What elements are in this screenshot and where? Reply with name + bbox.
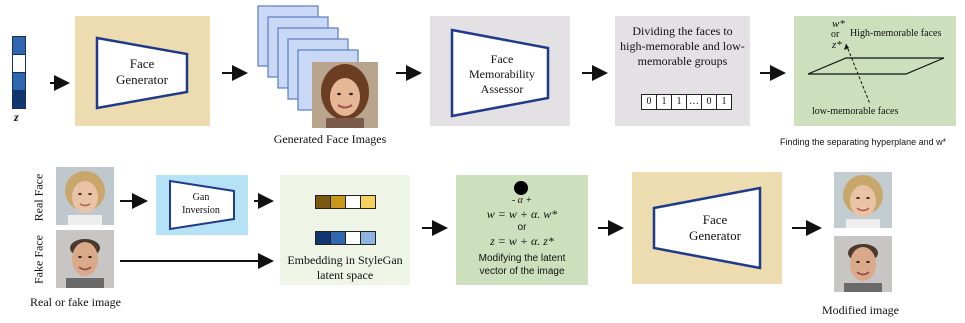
- seq-4: 0: [702, 95, 717, 109]
- embed-top-cell-4: [361, 196, 375, 208]
- embedding-vector-top: [315, 195, 376, 209]
- dividing-box: Dividing the faces to high-memorable and…: [615, 16, 750, 126]
- modified-fake-face: [834, 236, 892, 292]
- latent-point-icon: [514, 181, 528, 195]
- z-cell-1: [12, 36, 26, 55]
- hyperplane-box: w* or z* High-memorable faces low-memora…: [794, 16, 956, 126]
- dividing-label: Dividing the faces to high-memorable and…: [620, 24, 745, 68]
- embed-top-cell-3: [346, 196, 361, 208]
- assessor-trapezoid-icon: [450, 28, 550, 118]
- seq-3: …: [687, 95, 702, 109]
- real-face-label: Real Face: [31, 173, 46, 222]
- high-memorable-label: High-memorable faces: [850, 28, 942, 39]
- embed-top-cell-1: [316, 196, 331, 208]
- seq-0: 0: [642, 95, 657, 109]
- embed-bottom-cell-3: [346, 232, 361, 244]
- modified-image-label: Modified image: [822, 303, 899, 317]
- generated-images-label: Generated Face Images: [273, 132, 387, 146]
- modify-box: - α + w = w + α. w* or z = w + α. z* Mod…: [456, 175, 588, 285]
- embed-bottom-cell-1: [316, 232, 331, 244]
- embedding-box: Embedding in StyleGan latent space: [280, 175, 410, 285]
- seq-1: 1: [657, 95, 672, 109]
- w-star-label: w*: [832, 18, 845, 30]
- generator-trapezoid-icon: [95, 36, 189, 110]
- fake-face-photo: [56, 230, 114, 288]
- memorability-assessor-box: Face Memorability Assessor: [430, 16, 570, 126]
- face-generator-box: Face Generator: [75, 16, 210, 126]
- z-cell-4: [12, 91, 26, 109]
- z-label: z: [14, 110, 19, 124]
- seq-5: 1: [721, 96, 727, 107]
- hyperplane-drawing: [807, 43, 945, 105]
- hyperplane-caption: Finding the separating hyperplane and w*: [780, 137, 947, 147]
- embed-top-cell-2: [331, 196, 346, 208]
- generator-trapezoid-icon-2: [652, 186, 762, 270]
- seq-2: 1: [672, 95, 687, 109]
- face-generator-box-2: Face Generator: [632, 172, 782, 284]
- gan-trapezoid-icon: [169, 179, 235, 231]
- real-face-photo: [56, 167, 114, 225]
- or-label-2: or: [517, 222, 527, 233]
- equation-w: w = w + α. w*: [486, 207, 558, 221]
- face-generator-label: Face Generator: [116, 56, 168, 87]
- gan-inversion-label: Gan Inversion: [182, 192, 220, 216]
- gan-inversion-box: Gan Inversion: [156, 175, 248, 235]
- embed-bottom-cell-4: [361, 232, 375, 244]
- low-memorable-label: low-memorable faces: [812, 106, 899, 117]
- fake-face-label: Fake Face: [31, 235, 46, 284]
- embed-bottom-cell-2: [331, 232, 346, 244]
- z-cell-3: [12, 73, 26, 91]
- assessor-label: Face Memorability Assessor: [469, 52, 535, 96]
- real-or-fake-label: Real or fake image: [30, 295, 121, 309]
- binary-sequence: 0 1 1 … 0 1: [641, 94, 732, 110]
- z-star-label: z*: [832, 39, 842, 51]
- embedding-vector-bottom: [315, 231, 376, 245]
- alpha-sign-label: - α +: [511, 195, 533, 206]
- embedding-label: Embedding in StyleGan latent space: [287, 253, 403, 282]
- generated-face-photo: [312, 62, 378, 128]
- modifying-label: Modifying the latent vector of the image: [478, 253, 566, 277]
- face-generator-label-2: Face Generator: [689, 212, 741, 243]
- z-vector: [12, 36, 26, 109]
- modified-real-face: [834, 172, 892, 228]
- equation-z: z = w + α. z*: [490, 234, 554, 248]
- or-label-1: or: [831, 29, 840, 40]
- z-cell-2: [12, 55, 26, 73]
